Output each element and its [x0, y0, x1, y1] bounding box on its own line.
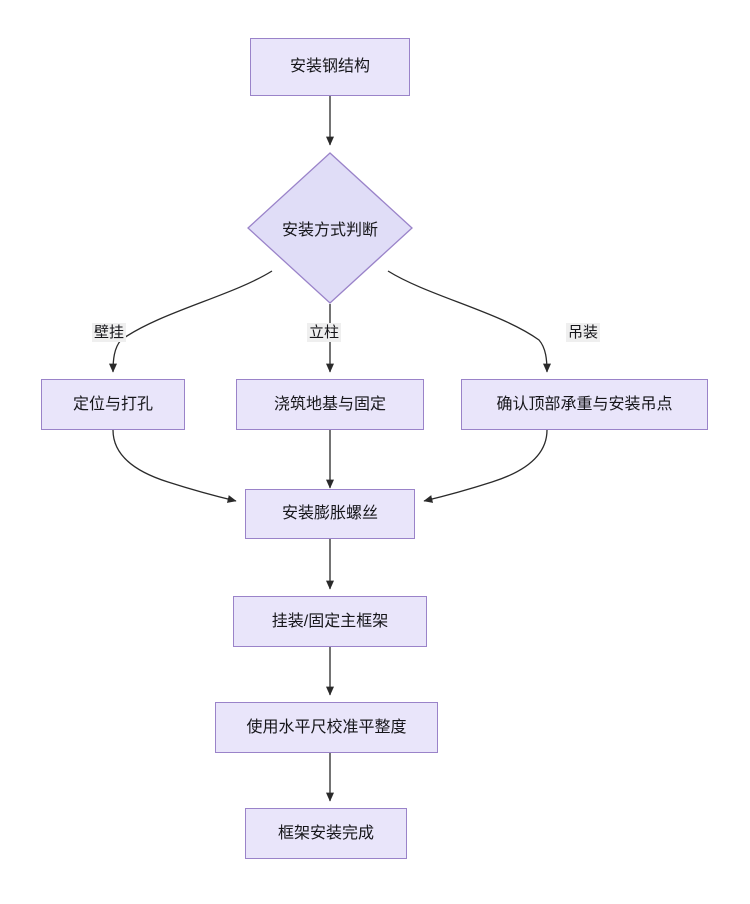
node-pour-foundation-and-fix[interactable]: 浇筑地基与固定: [236, 379, 424, 430]
edge-n5-n6: [423, 429, 548, 503]
node-mount-or-fix-main-frame[interactable]: 挂装/固定主框架: [233, 596, 427, 647]
node-installation-method-decision[interactable]: 安装方式判断: [247, 152, 413, 304]
edge-label-suspended: 吊装: [566, 323, 601, 343]
node-frame-installation-complete[interactable]: 框架安装完成: [245, 808, 407, 859]
node-label: 挂装/固定主框架: [271, 612, 389, 630]
node-label: 安装钢结构: [289, 58, 370, 76]
node-position-and-drill[interactable]: 定位与打孔: [41, 379, 185, 430]
edge-n2-n3: [109, 270, 273, 373]
node-calibrate-level-with-spirit-level[interactable]: 使用水平尺校准平整度: [215, 702, 438, 753]
edge-n3-n6: [112, 429, 237, 503]
node-label: 使用水平尺校准平整度: [246, 718, 407, 736]
edge-n2-n5: [387, 270, 551, 373]
diamond-shape: [247, 152, 413, 304]
edge-label-column: 立柱: [307, 323, 342, 343]
node-label: 安装膨胀螺丝: [281, 505, 378, 523]
node-label: 安装方式判断: [281, 222, 378, 239]
node-label: 框架安装完成: [277, 824, 374, 842]
node-install-steel-structure[interactable]: 安装钢结构: [250, 38, 410, 96]
edge-label-wall-mount: 壁挂: [92, 323, 127, 343]
node-label: 浇筑地基与固定: [273, 395, 386, 413]
node-label: 定位与打孔: [72, 395, 153, 413]
node-install-expansion-bolts[interactable]: 安装膨胀螺丝: [245, 489, 415, 539]
node-label: 确认顶部承重与安装吊点: [496, 395, 673, 413]
node-confirm-top-load-and-hoist-points[interactable]: 确认顶部承重与安装吊点: [461, 379, 708, 430]
